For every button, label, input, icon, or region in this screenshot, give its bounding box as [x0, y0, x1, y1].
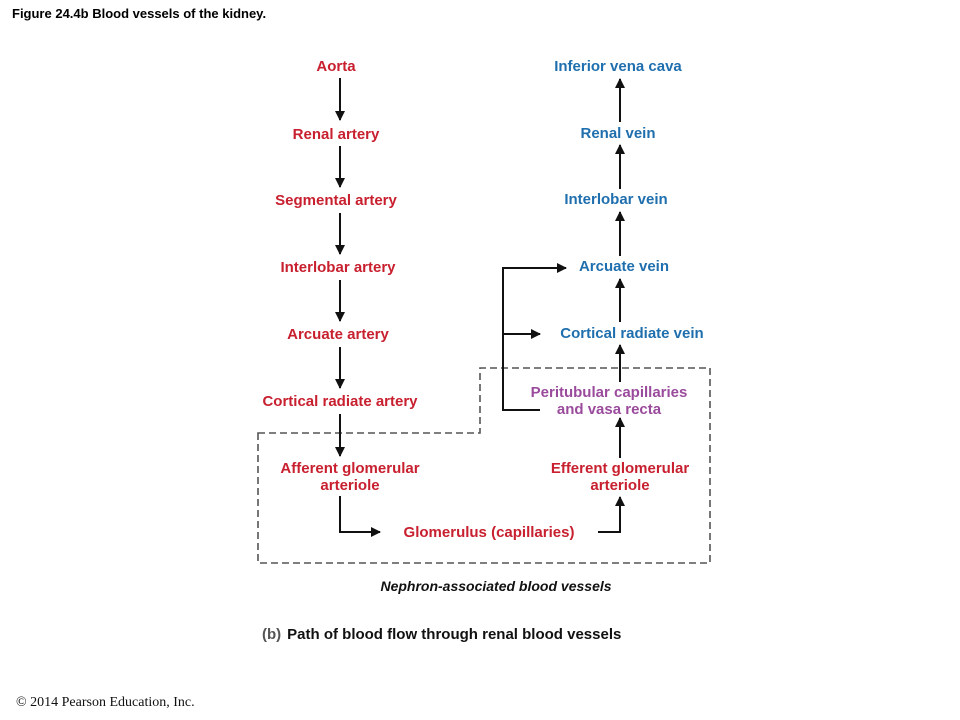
- label-afferent-line2: arteriole: [320, 477, 380, 494]
- panel-letter: (b): [262, 626, 282, 643]
- label-afferent-arteriole: Afferent glomerular arteriole: [280, 460, 419, 494]
- label-peritubular-capillaries: Peritubular capillaries and vasa recta: [531, 384, 688, 418]
- label-efferent-line1: Efferent glomerular: [550, 460, 690, 477]
- label-efferent-line2: arteriole: [590, 477, 650, 494]
- label-cortical-radiate-artery: Cortical radiate artery: [262, 393, 418, 410]
- label-arcuate-vein: Arcuate vein: [578, 258, 670, 275]
- panel-caption-text: Path of blood flow through renal blood v…: [287, 626, 622, 643]
- figure-title: Figure 24.4b Blood vessels of the kidney…: [12, 6, 267, 21]
- arrow-glomerulus-to-efferent: [598, 496, 625, 533]
- copyright: © 2014 Pearson Education, Inc.: [16, 695, 195, 710]
- nephron-region-outline: [257, 367, 711, 564]
- label-renal-artery: Renal artery: [292, 126, 380, 143]
- label-aorta: Aorta: [316, 58, 356, 75]
- arterial-arrows: [335, 78, 625, 537]
- label-renal-vein: Renal vein: [580, 125, 656, 142]
- label-arcuate-artery: Arcuate artery: [287, 326, 389, 343]
- label-afferent-line1: Afferent glomerular: [280, 460, 420, 477]
- label-cortical-radiate-vein: Cortical radiate vein: [560, 325, 704, 342]
- label-peritubular-line1: Peritubular capillaries: [530, 384, 688, 401]
- panel-caption: (b) Path of blood flow through renal bloo…: [262, 626, 621, 643]
- arrow-peritubular-branch-to-arcuate-vein: [502, 263, 567, 411]
- label-efferent-arteriole: Efferent glomerular arteriole: [551, 460, 689, 494]
- arrow-afferent-to-glomerulus: [339, 496, 381, 537]
- label-inferior-vena-cava: Inferior vena cava: [554, 58, 682, 75]
- label-peritubular-line2: and vasa recta: [556, 401, 662, 418]
- nephron-caption: Nephron-associated blood vessels: [380, 578, 612, 594]
- label-glomerulus: Glomerulus (capillaries): [403, 524, 575, 541]
- venous-arrows: [502, 78, 625, 458]
- label-interlobar-vein: Interlobar vein: [564, 191, 668, 208]
- label-segmental-artery: Segmental artery: [275, 192, 397, 209]
- label-interlobar-artery: Interlobar artery: [280, 259, 396, 276]
